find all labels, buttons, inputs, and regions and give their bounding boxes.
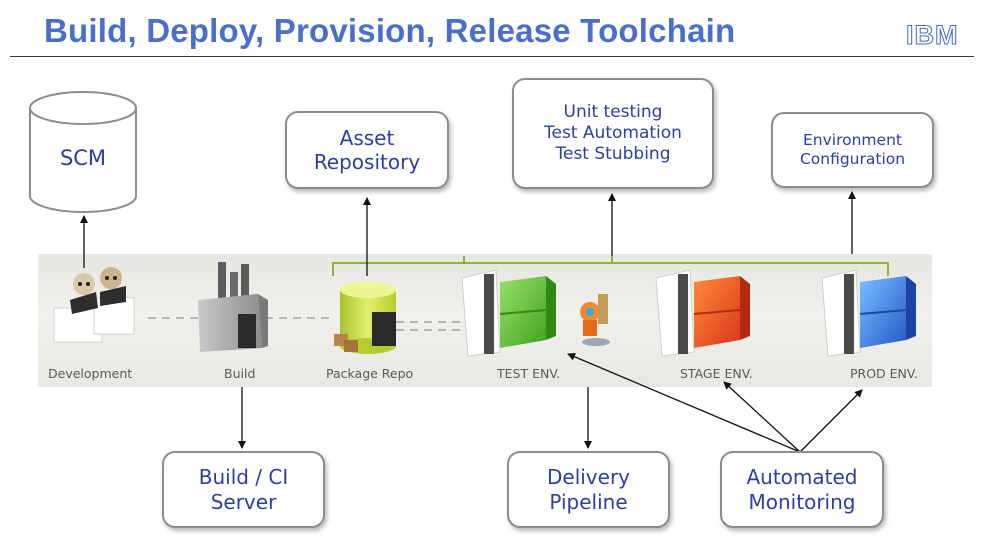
arrow-monitor-to-test [567, 353, 801, 453]
stage-label-stage-env: STAGE ENV. [680, 366, 753, 381]
stage-label-development: Development [48, 366, 133, 381]
asset-repository-label: Asset Repository [313, 125, 421, 174]
title-divider [10, 56, 974, 57]
stage-env-illustration [655, 269, 750, 357]
flow-lines [148, 317, 460, 331]
page-title: Build, Deploy, Provision, Release Toolch… [44, 12, 736, 49]
stage-bracket [332, 256, 889, 276]
package-repo-illustration [334, 282, 396, 354]
delivery-pipeline-box: Delivery Pipeline [507, 451, 670, 528]
scm-cylinder [29, 91, 137, 213]
arrow-monitor-to-prod [799, 389, 863, 453]
prod-env-illustration [821, 269, 916, 357]
connector-arrows [80, 191, 863, 453]
build-ci-server-box: Build / CI Server [162, 451, 325, 528]
stage-label-prod-env: PROD ENV. [850, 366, 918, 381]
automated-monitoring-label: Automated Monitoring [746, 465, 858, 514]
build-ci-server-label: Build / CI Server [198, 465, 289, 514]
environment-configuration-label: Environment Configuration [799, 131, 906, 168]
environment-configuration-box: Environment Configuration [771, 112, 934, 188]
testing-label: Unit testing Test Automation Test Stubbi… [544, 102, 682, 164]
test-env-illustration [461, 269, 610, 357]
stage-label-package-repo: Package Repo [326, 366, 414, 381]
ibm-logo: IBM [906, 20, 959, 51]
developers-illustration [53, 267, 135, 343]
factory-illustration [198, 262, 268, 352]
delivery-pipeline-label: Delivery Pipeline [546, 465, 631, 514]
automated-monitoring-box: Automated Monitoring [720, 451, 884, 528]
arrow-monitor-to-stage [723, 381, 801, 453]
stage-label-build: Build [224, 366, 256, 381]
testing-box: Unit testing Test Automation Test Stubbi… [512, 78, 714, 189]
asset-repository-box: Asset Repository [285, 111, 449, 189]
scm-label: SCM [59, 146, 107, 170]
stage-label-test-env: TEST ENV. [497, 366, 561, 381]
